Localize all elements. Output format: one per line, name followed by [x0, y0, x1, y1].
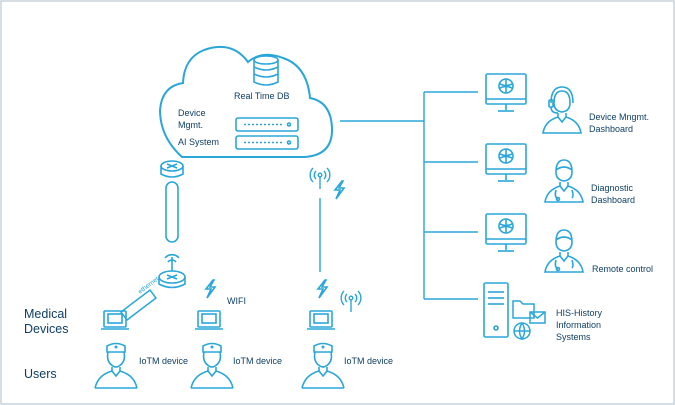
mail-icon: [529, 311, 546, 324]
folder-icon: [512, 300, 535, 319]
nurse-user-icon: [94, 342, 138, 389]
server-tower-icon: [483, 282, 509, 338]
ethernet-cable: [165, 181, 179, 243]
ethernet-plug-icon: [119, 288, 158, 322]
nurse-user-icon: [190, 342, 234, 389]
antenna-icon: [309, 167, 331, 190]
medical-devices-label-line2: Devices: [24, 322, 69, 336]
medical-device-icon: [306, 310, 336, 330]
device-mgmt-label-line2: Mgmt.: [178, 120, 204, 130]
router-icon: [160, 160, 184, 178]
doctor-icon: [544, 229, 584, 273]
globe-icon: [513, 322, 531, 341]
remote-control-label: Remote control: [592, 264, 654, 274]
support-agent-icon: [542, 86, 582, 134]
antenna-icon: [340, 290, 362, 313]
users-label: Users: [24, 367, 57, 381]
monitor-icon: [485, 213, 527, 252]
his-label-line3: Systems: [556, 332, 591, 342]
iotm-device-label: IoTM device: [139, 356, 189, 366]
diagnostic-dashboard-label-line1: Diagnostic: [591, 183, 634, 193]
cloud-shape: [158, 46, 334, 158]
medical-device-icon: [100, 310, 130, 330]
doctor-icon: [544, 159, 584, 203]
iotm-device-label: IoTM device: [233, 356, 283, 366]
device-mngmt-dashboard-label-line2: Dashboard: [589, 124, 634, 134]
medical-devices-label-line1: Medical: [24, 307, 68, 321]
lightning-icon: [205, 279, 216, 299]
his-label-line2: Information: [556, 320, 602, 330]
monitor-icon: [485, 73, 527, 112]
wifi-label: WIFI: [227, 296, 246, 306]
real-time-db-label: Real Time DB: [234, 91, 290, 101]
lightning-icon: [334, 180, 345, 200]
network-connectors: [340, 91, 478, 300]
database-icon: [253, 55, 279, 86]
server-icon: [235, 117, 299, 150]
ai-system-label: AI System: [178, 137, 220, 147]
medical-device-icon: [194, 310, 224, 330]
device-mgmt-label-line1: Device: [178, 108, 206, 118]
nurse-user-icon: [301, 342, 345, 389]
iotm-device-label: IoTM device: [344, 356, 394, 366]
lightning-icon: [317, 279, 328, 299]
diagnostic-dashboard-label-line2: Dashboard: [591, 195, 636, 205]
his-label-line1: HIS-History: [556, 308, 603, 318]
device-mngmt-dashboard-label-line1: Device Mngmt.: [589, 112, 650, 122]
wifi-router-icon: [158, 253, 186, 289]
monitor-icon: [485, 143, 527, 182]
